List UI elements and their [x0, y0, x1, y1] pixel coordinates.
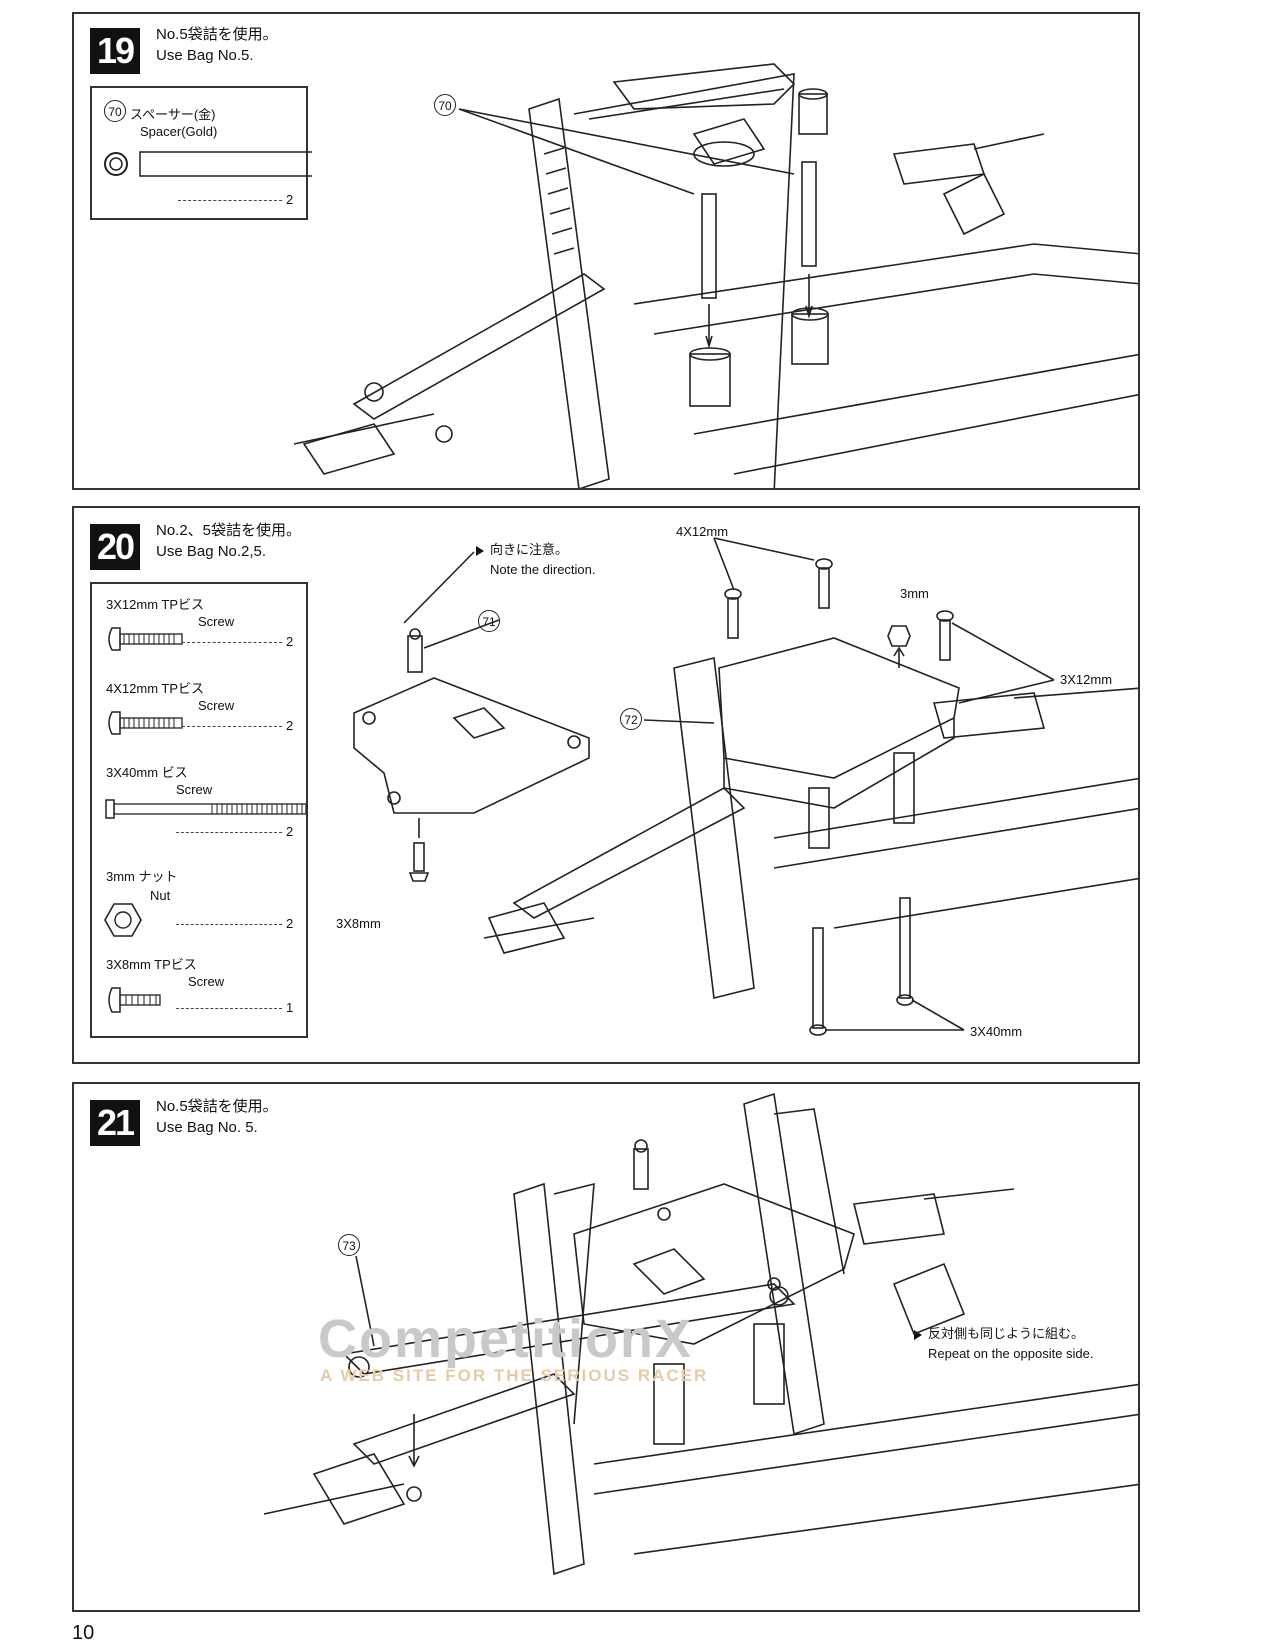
step-21-panel: 21 No.5袋詰を使用。 Use Bag No. 5. 73 反対側も同じよう…: [72, 1082, 1140, 1612]
part-name-en: Screw: [198, 614, 235, 629]
part-name-jp: 3mm ナット: [106, 869, 178, 884]
diagram-callout-70: 70: [434, 94, 456, 116]
watermark-tagline: A WEB SITE FOR THE SERIOUS RACER: [320, 1366, 709, 1385]
part-name-en: Nut: [150, 888, 171, 903]
note-en: Note the direction.: [490, 562, 596, 577]
step-instruction: No.5袋詰を使用。 Use Bag No.5.: [156, 24, 278, 66]
step-20-panel: 20 No.2、5袋詰を使用。 Use Bag No.2,5. 3X12mm T…: [72, 506, 1140, 1064]
pointer-icon: [914, 1329, 922, 1340]
instruction-en: Use Bag No. 5.: [156, 1119, 258, 1136]
part-name-en: Screw: [188, 974, 225, 989]
qty-leader: [176, 1008, 282, 1009]
step-number: 21: [90, 1100, 140, 1146]
step-20-diagram: [353, 537, 1138, 1036]
diagram-callout-73: 73: [338, 1234, 360, 1256]
part-name-jp: 3X40mm ビス: [106, 765, 188, 780]
step-instruction: No.2、5袋詰を使用。 Use Bag No.2,5.: [156, 520, 301, 562]
page-number: 10: [72, 1622, 95, 1644]
label-3x12: 3X12mm: [1060, 672, 1113, 687]
qty-leader: [182, 642, 282, 643]
screw-icon: [108, 987, 161, 1013]
parts-list: 70 スペーサー(金) Spacer(Gold) 2: [90, 86, 312, 220]
part-name-en: Screw: [198, 698, 235, 713]
note-jp: 向きに注意。: [490, 542, 569, 557]
part-qty: 2: [286, 916, 294, 931]
pointer-icon: [476, 545, 484, 556]
watermark: CompetitionX A WEB SITE FOR THE SERIOUS …: [318, 1308, 918, 1388]
step-number: 20: [90, 524, 140, 570]
step-19-panel: 19 No.5袋詰を使用。 Use Bag No.5. 70 スペーサー(金) …: [72, 12, 1140, 490]
step-number: 19: [90, 28, 140, 74]
direction-note: 向きに注意。 Note the direction.: [476, 540, 596, 580]
instruction-jp: No.2、5袋詰を使用。: [156, 522, 302, 539]
part-callout: 70: [104, 100, 126, 122]
part-qty: 2: [286, 192, 294, 207]
screw-icon: [108, 711, 183, 735]
part-name-jp: 3X8mm TPビス: [106, 957, 197, 972]
instruction-en: Use Bag No.2,5.: [156, 543, 267, 560]
label-3x8: 3X8mm: [336, 916, 381, 931]
label-4x12: 4X12mm: [676, 524, 729, 539]
qty-leader: [176, 832, 282, 833]
diagram-callout-72: 72: [620, 708, 642, 730]
step-21-diagram: [263, 1092, 1138, 1576]
part-name-jp: 4X12mm TPビス: [106, 681, 205, 696]
note-jp: 反対側も同じように組む。: [928, 1326, 1085, 1341]
repeat-note: 反対側も同じように組む。 Repeat on the opposite side…: [914, 1324, 1094, 1364]
qty-leader: [182, 726, 282, 727]
step-19-diagram: [293, 63, 1138, 488]
part-qty: 1: [286, 1000, 294, 1015]
qty-leader: [176, 924, 282, 925]
part-name-en: Spacer(Gold): [140, 124, 218, 139]
screw-icon: [108, 627, 183, 651]
nut-icon: [104, 903, 142, 937]
spacer-icon: [104, 151, 312, 177]
label-3mm: 3mm: [900, 586, 929, 601]
part-qty: 2: [286, 718, 294, 733]
part-name-en: Screw: [176, 782, 213, 797]
step-instruction: No.5袋詰を使用。 Use Bag No. 5.: [156, 1096, 278, 1138]
long-screw-icon: [105, 799, 307, 819]
part-name-jp: 3X12mm TPビス: [106, 597, 205, 612]
qty-leader: [178, 200, 282, 201]
part-qty: 2: [286, 824, 294, 839]
note-en: Repeat on the opposite side.: [928, 1346, 1094, 1361]
label-3x40: 3X40mm: [970, 1024, 1023, 1039]
instruction-jp: No.5袋詰を使用。: [156, 26, 278, 43]
instruction-en: Use Bag No.5.: [156, 47, 254, 64]
watermark-logo: CompetitionX: [318, 1309, 693, 1369]
part-qty: 2: [286, 634, 294, 649]
parts-list: 3X12mm TPビス Screw 2 4X12mm TPビス Screw 2 …: [90, 582, 308, 1038]
instruction-jp: No.5袋詰を使用。: [156, 1098, 278, 1115]
part-name-jp: スペーサー(金): [130, 107, 216, 122]
